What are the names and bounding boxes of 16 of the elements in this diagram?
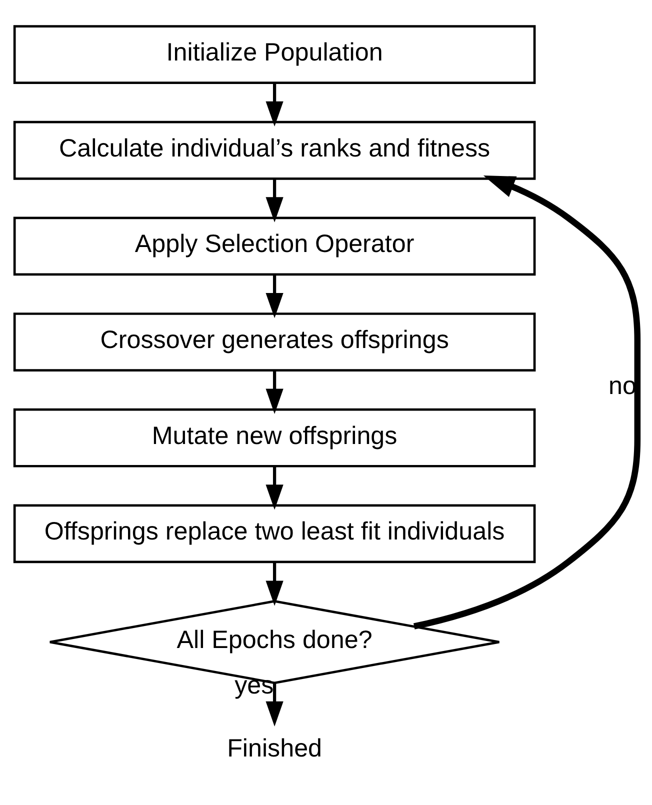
arrow [266,466,284,510]
node-box: Offsprings replace two least fit individuals [13,504,536,564]
node-box: Apply Selection Operator [13,216,536,276]
node-text: Finished [227,734,322,762]
arrow [266,82,284,126]
arrow [266,178,284,222]
arrow [266,274,284,318]
arrow [266,562,284,606]
node-box: Crossover generates offsprings [13,312,536,372]
node-box: Initialize Population [13,25,536,84]
arrow [413,176,641,630]
node-box: Calculate individual’s ranks and fitness [13,120,536,180]
arrow [266,683,284,727]
arrow [266,370,284,414]
edge-label: no [608,372,636,400]
node-box: Mutate new offsprings [13,408,536,468]
